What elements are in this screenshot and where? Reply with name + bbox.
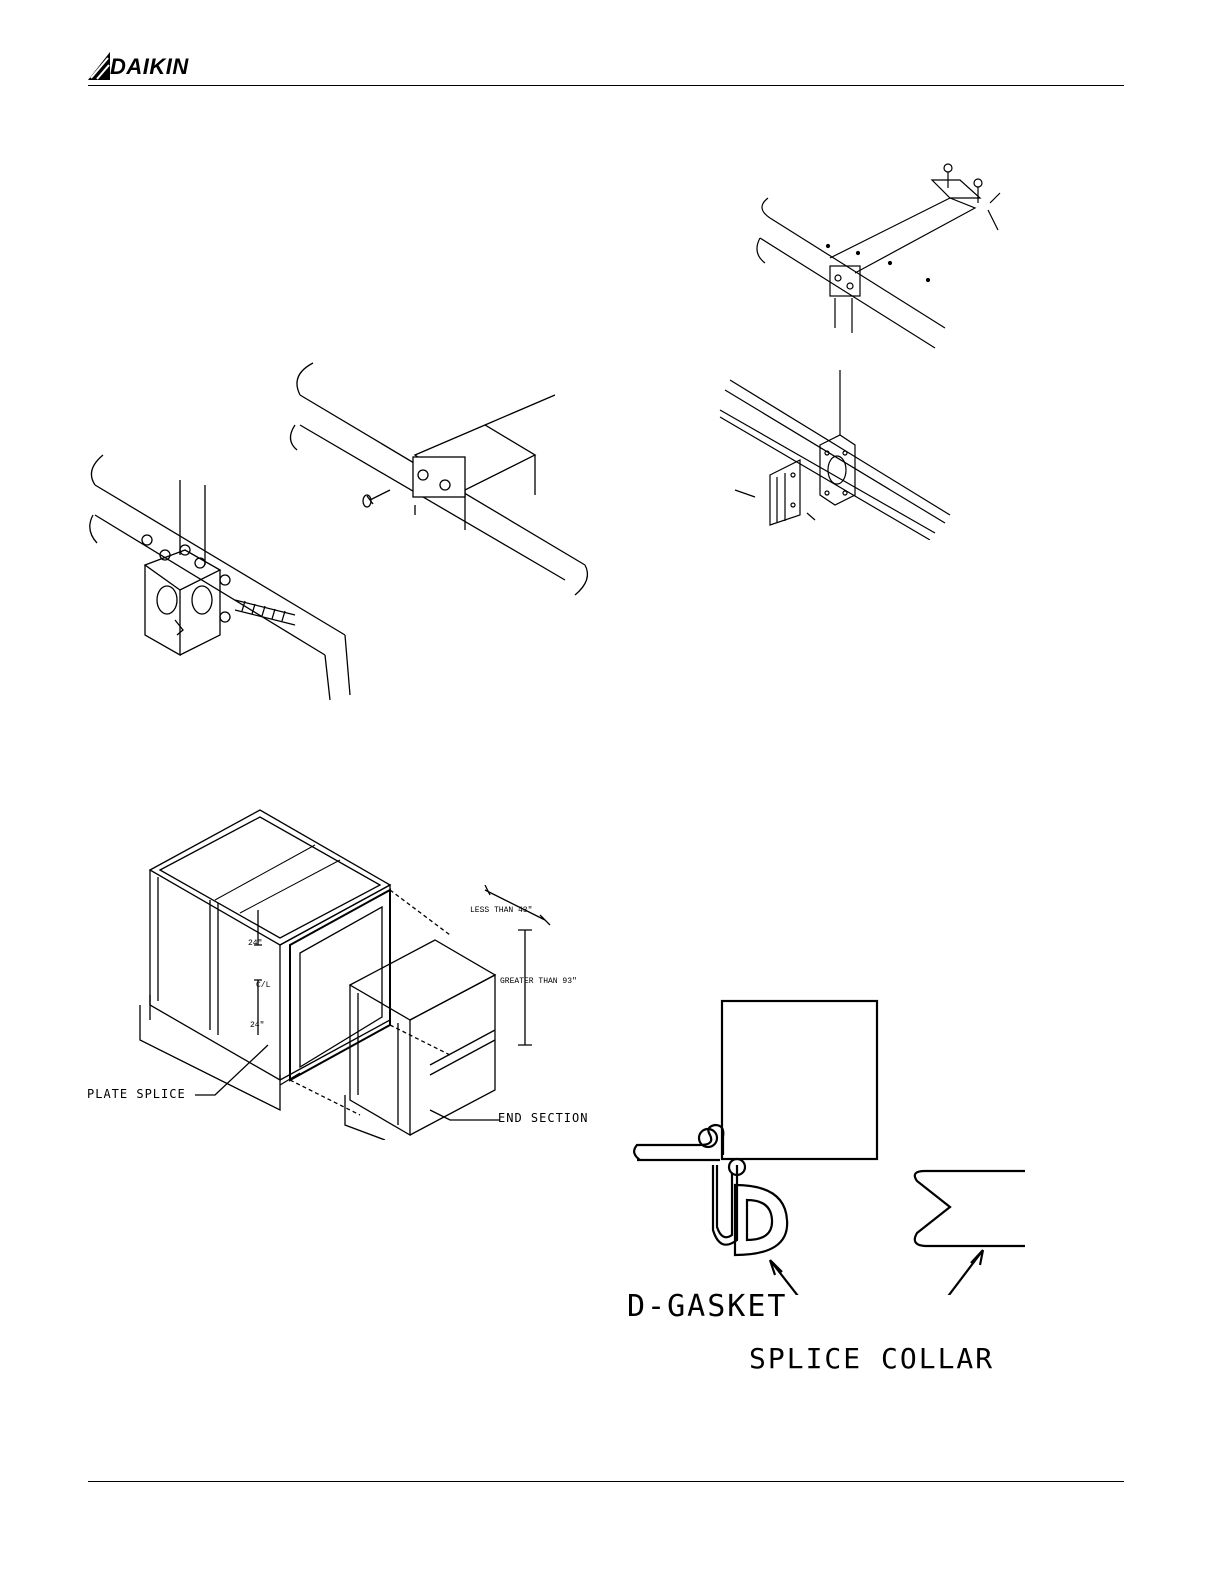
footer-divider [88,1481,1124,1482]
brand-name: DAIKIN [110,54,189,80]
dim-top-label: 24" [248,939,262,948]
d-gasket-label: D-GASKET [627,1289,788,1324]
dim-height-label: GREATER THAN 93" [500,977,577,986]
header-divider [88,85,1124,86]
plate-splice-label: PLATE SPLICE [87,1087,186,1101]
gasket-splice-collar-figure [625,995,1035,1295]
beam-joint-detail-figure [750,158,1020,358]
dim-depth-label: LESS THAN 43" [470,906,532,915]
dim-bottom-label: 24" [250,1021,264,1030]
bracket-split-detail-figure [715,365,960,540]
dim-center-label: C/L [256,981,271,990]
splice-collar-label: SPLICE COLLAR [749,1342,994,1375]
end-section-label: END SECTION [498,1111,588,1125]
bracket-bolt-detail-figure [85,355,595,705]
end-section-isometric-figure: LESS THAN 43" GREATER THAN 93" 24" C/L 2… [130,805,600,1140]
